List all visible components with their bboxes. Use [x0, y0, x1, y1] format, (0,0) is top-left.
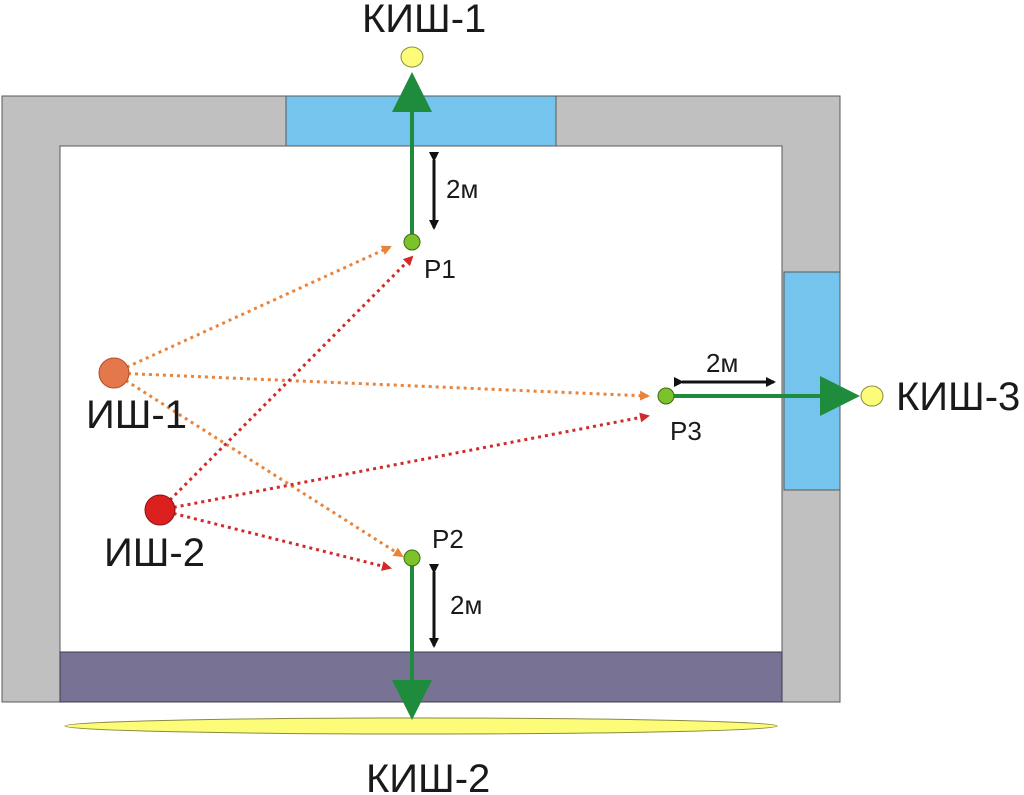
- ish2-rays: [158, 255, 650, 571]
- ish2-label: ИШ-2: [104, 531, 205, 575]
- ish2-to-p2-ray: [159, 508, 392, 571]
- p2-point: [403, 549, 421, 567]
- kish3-label: КИШ-3: [896, 375, 1020, 419]
- p2-label: Р2: [432, 524, 464, 554]
- kish1-marker: [400, 46, 424, 68]
- dim-label-p2: 2м: [450, 590, 482, 620]
- kish3-marker: [860, 385, 884, 407]
- ish1-rays: [113, 245, 650, 558]
- ish1-to-p1-ray: [113, 245, 392, 375]
- ish2-to-p3-ray: [159, 412, 650, 512]
- kish2-label: КИШ-2: [366, 757, 490, 795]
- p3-point: [657, 387, 675, 405]
- ish1-to-p3-ray: [113, 371, 650, 401]
- kish2-marker: [64, 717, 778, 735]
- p1-point: [403, 233, 421, 251]
- ish1-to-p2-ray: [113, 371, 404, 558]
- window-top: [285, 95, 557, 147]
- dim-label-p1: 2м: [446, 174, 478, 204]
- p3-label: Р3: [670, 416, 702, 446]
- ish2-source: [144, 494, 176, 526]
- floor-strip-bottom: [59, 651, 783, 703]
- window-right: [783, 271, 841, 491]
- p1-label: Р1: [424, 254, 456, 284]
- dim-label-p3: 2м: [706, 348, 738, 378]
- ish1-source: [98, 357, 130, 389]
- ish1-label: ИШ-1: [86, 393, 187, 437]
- kish1-label: КИШ-1: [362, 0, 486, 41]
